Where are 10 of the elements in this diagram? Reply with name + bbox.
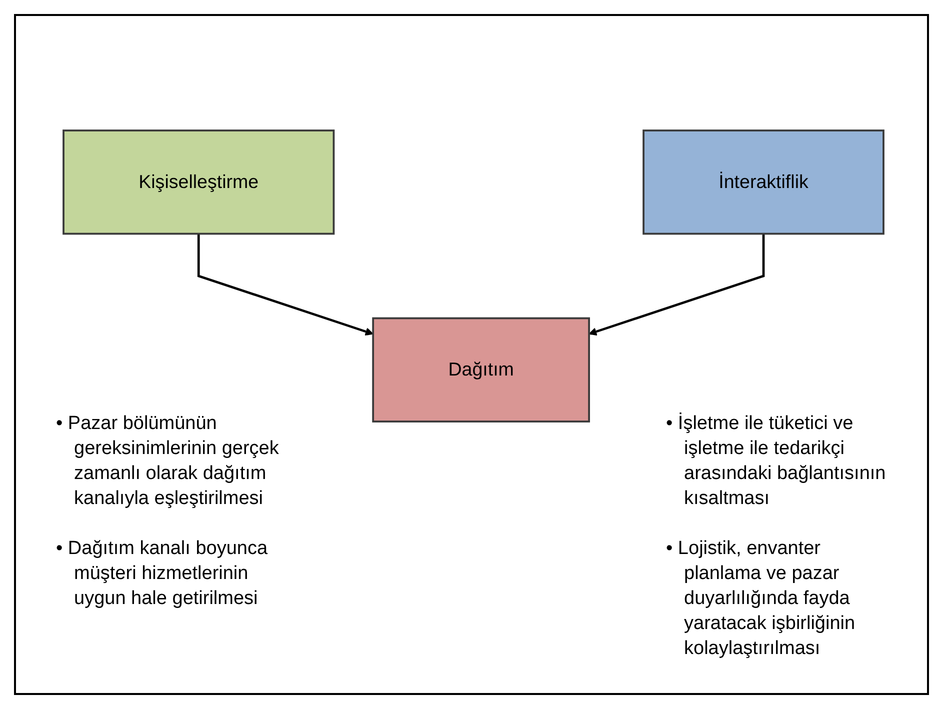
node-box [62, 130, 335, 235]
node-box [372, 317, 590, 422]
bullet-text: • Pazar bölümünün gereksinimlerinin gerçek zamanlı olarak dağıtım kanalıyla eşleştirilmesi [56, 412, 280, 511]
diagram-frame: Kişiselleştirme İnteraktiflik Dağıtım • Pazar bölümünün gereksinimlerinin gerçek zamanlı olarak dağıtım kanalıyla eşleştirilmesi • Dağıtım kanalı boyunca müşteri hizmetlerinin uygun hale getirilmesi • İşletme ile tüketici ve işletme ile tedarikçi arasındaki bağlantısının kısaltması • Lojistik, envanter planlama ve pazar duyarlılığında fayda yaratacak işbirliğinin kolaylaştırılması [14, 14, 929, 695]
node-box [642, 130, 884, 235]
bullet-text: • İşletme ile tüketici ve işletme ile tedarikçi arasındaki bağlantısının kısaltması [666, 412, 887, 511]
bullet-text: • Lojistik, envanter planlama ve pazar duyarlılığında fayda yaratacak işbirliğinin kolaylaştırılması [666, 537, 856, 661]
arrow [197, 234, 374, 336]
arrow [588, 234, 765, 336]
bullet-text: • Dağıtım kanalı boyunca müşteri hizmetlerinin uygun hale getirilmesi [56, 537, 269, 611]
